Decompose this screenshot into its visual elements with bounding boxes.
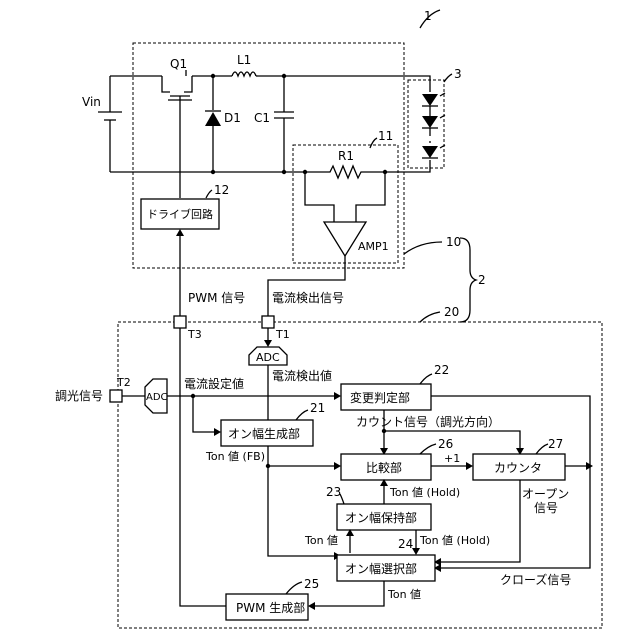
terminal-t3: [174, 316, 186, 328]
ref-27: 27: [548, 437, 563, 451]
on-width-select-label: オン幅選択部: [345, 561, 417, 576]
pwm-gen-label: PWM 生成部: [236, 600, 305, 615]
ref-20: 20: [444, 305, 459, 319]
ref-26: 26: [438, 437, 453, 451]
ref-23: 23: [326, 485, 341, 499]
ref-3: 3: [454, 67, 462, 81]
power-stage-boundary: [133, 43, 404, 268]
ref-21: 21: [310, 401, 325, 415]
dimming-signal-label: 調光信号: [55, 389, 103, 403]
ton-hold-label-a: Ton 値 (Hold): [389, 486, 460, 499]
current-detect-value-label: 電流検出値: [272, 368, 332, 383]
adc-top-label: ADC: [256, 351, 280, 364]
d1-label: D1: [224, 111, 241, 125]
open-signal-label-2: 信号: [534, 501, 558, 515]
ref-11: 11: [378, 129, 393, 143]
compare-label: 比較部: [366, 460, 402, 475]
ref-22: 22: [434, 363, 449, 377]
q1-label: Q1: [170, 57, 187, 71]
ref-2: 2: [478, 273, 486, 287]
plus1-label: +1: [444, 452, 460, 465]
change-judge-label: 変更判定部: [350, 390, 410, 405]
terminal-t1: [262, 316, 274, 328]
on-width-gen-label: オン幅生成部: [228, 426, 300, 441]
ref-24: 24: [398, 537, 413, 551]
ton-out-label: Ton 値: [387, 588, 421, 601]
ton-hold-label-b: Ton 値 (Hold): [419, 534, 490, 547]
ton-label: Ton 値: [304, 534, 338, 547]
t2-label: T2: [116, 376, 131, 389]
drive-circuit-label: ドライブ回路: [147, 207, 213, 221]
current-detect-signal-label: 電流検出信号: [272, 291, 344, 305]
ref-12: 12: [214, 183, 229, 197]
led-array-boundary: [408, 80, 444, 168]
current-set-value-label: 電流設定値: [184, 376, 244, 391]
count-signal-label: カウント信号（調光方向）: [356, 414, 500, 429]
led-string: [422, 93, 445, 158]
r1-label: R1: [338, 149, 354, 163]
ref-25: 25: [304, 577, 319, 591]
c1-label: C1: [254, 111, 270, 125]
ref-10: 10: [446, 235, 461, 249]
open-signal-label: オープン: [522, 487, 569, 501]
amp1-label: AMP1: [358, 240, 389, 253]
l1-label: L1: [237, 53, 251, 67]
t1-label: T1: [275, 328, 290, 341]
pwm-signal-label: PWM 信号: [188, 291, 245, 305]
t3-label: T3: [187, 328, 202, 341]
ton-fb-label: Ton 値 (FB): [205, 450, 265, 463]
close-signal-label: クローズ信号: [500, 572, 571, 587]
adc-left-label: ADC: [146, 392, 168, 403]
counter-label: カウンタ: [494, 461, 542, 475]
terminal-t2: [110, 390, 122, 402]
vin-label: Vin: [82, 95, 101, 109]
on-width-hold-label: オン幅保持部: [345, 510, 417, 525]
